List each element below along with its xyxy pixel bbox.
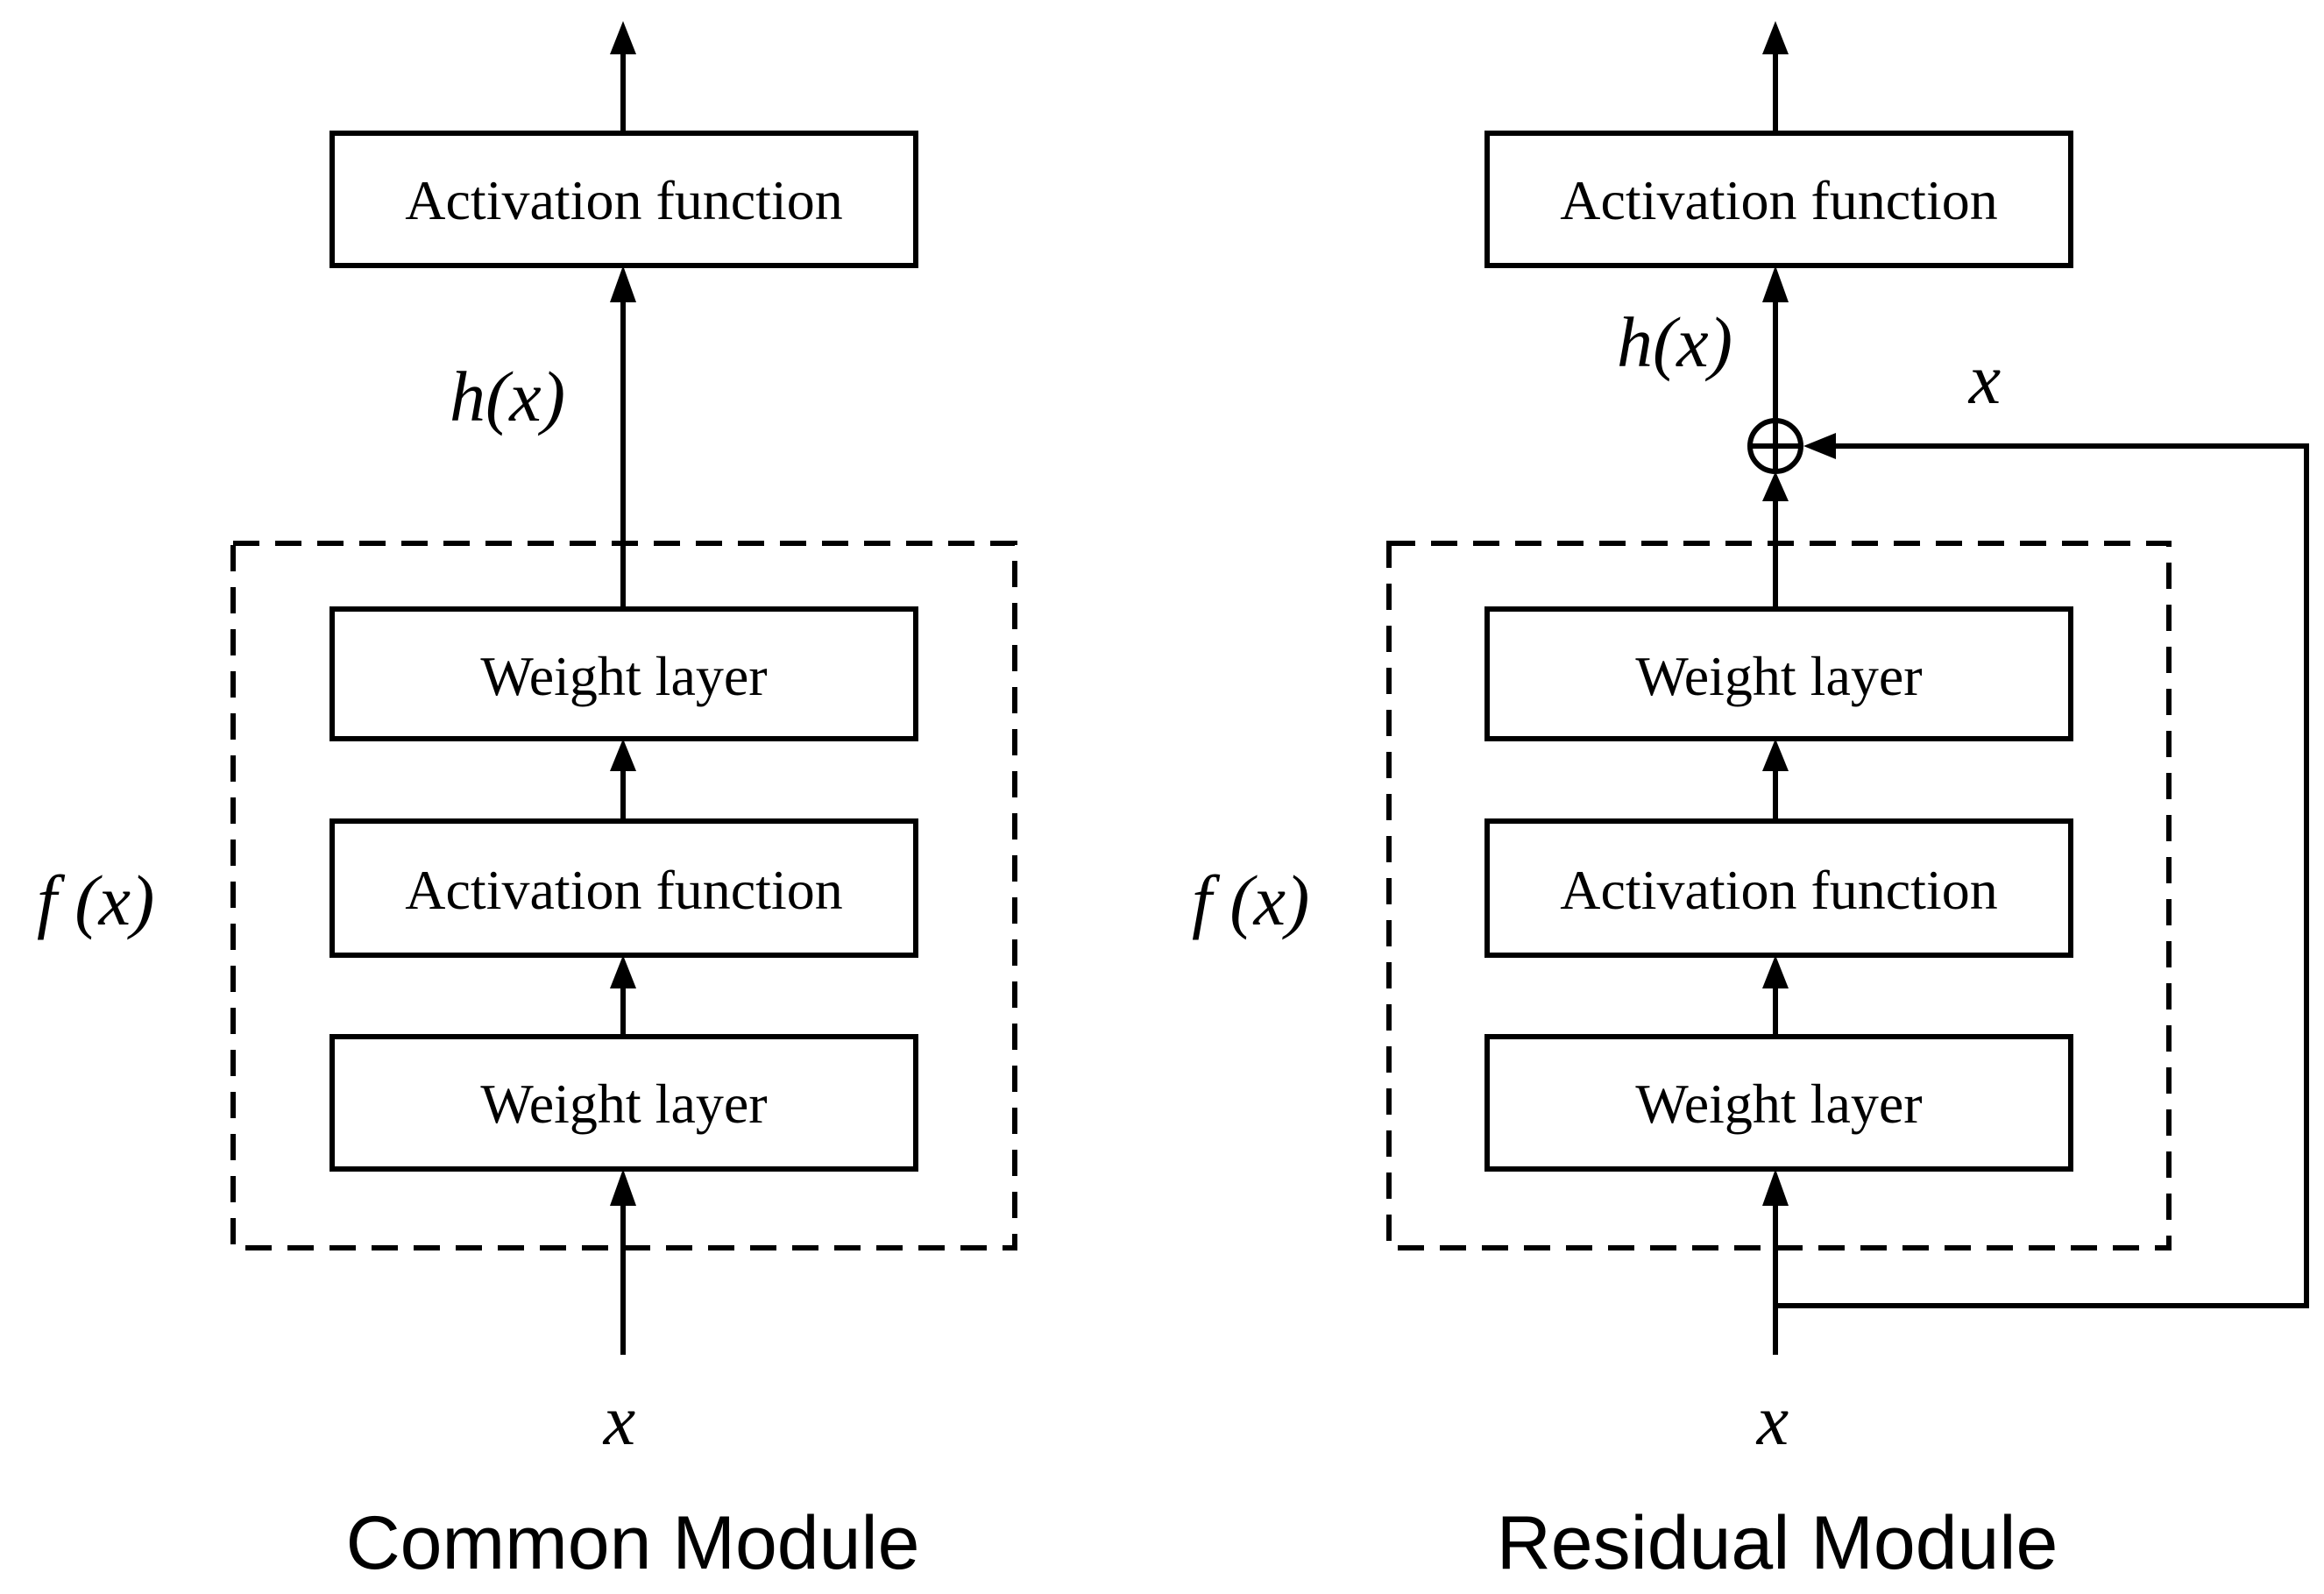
residual-arrow-af-wl2-head	[1762, 739, 1789, 771]
common-module: Activation function Weight layer Activat…	[37, 21, 1017, 1585]
common-weight-layer-1-label: Weight layer	[480, 1073, 767, 1135]
residual-fx-dashed-block	[1386, 541, 2172, 1250]
common-arrow-wl2-top-head	[610, 266, 636, 302]
residual-top-activation-box: Activation function	[1484, 131, 2073, 268]
common-weight-layer-1-box: Weight layer	[329, 1034, 918, 1172]
common-top-activation-label: Activation function	[405, 169, 842, 231]
residual-module-caption: Residual Module	[1497, 1501, 2058, 1585]
residual-output-arrowhead	[1762, 21, 1789, 54]
common-activation-box: Activation function	[329, 818, 918, 958]
common-weight-layer-2-label: Weight layer	[480, 645, 767, 707]
common-top-activation-box: Activation function	[329, 131, 918, 268]
residual-weight-layer-1-box: Weight layer	[1484, 1034, 2073, 1172]
residual-skip-arrowhead	[1803, 433, 1836, 459]
residual-arrow-sum-top-head	[1762, 266, 1789, 302]
common-input-arrowhead	[610, 1169, 636, 1206]
common-arrow-wl1-af-head	[610, 955, 636, 988]
residual-sum-node	[1747, 418, 1803, 474]
common-hx-label: h(x)	[450, 357, 565, 436]
residual-top-activation-label: Activation function	[1560, 169, 1997, 231]
common-arrow-af-wl2-head	[610, 739, 636, 771]
residual-arrow-wl1-af-head	[1762, 955, 1789, 988]
residual-skip-x-label: x	[1968, 339, 2001, 419]
residual-weight-layer-2-label: Weight layer	[1635, 645, 1922, 707]
residual-weight-layer-1-label: Weight layer	[1635, 1073, 1922, 1135]
residual-input-arrowhead	[1762, 1169, 1789, 1206]
common-weight-layer-2-box: Weight layer	[329, 606, 918, 741]
residual-module: Activation function Weight layer Activat…	[1192, 21, 2309, 1585]
residual-skip-connection	[1775, 443, 2309, 1308]
residual-input-x-label: x	[1756, 1380, 1789, 1460]
common-fx-label: f (x)	[37, 861, 154, 940]
common-activation-label: Activation function	[405, 859, 842, 921]
common-output-arrowhead	[610, 21, 636, 54]
residual-activation-label: Activation function	[1560, 859, 1997, 921]
common-module-caption: Common Module	[346, 1501, 920, 1585]
residual-activation-box: Activation function	[1484, 818, 2073, 958]
common-input-x-label: x	[603, 1380, 635, 1460]
residual-weight-layer-2-box: Weight layer	[1484, 606, 2073, 741]
residual-fx-label: f (x)	[1192, 861, 1309, 940]
residual-arrow-wl2-sum-head	[1762, 471, 1789, 501]
residual-hx-label: h(x)	[1617, 302, 1732, 382]
